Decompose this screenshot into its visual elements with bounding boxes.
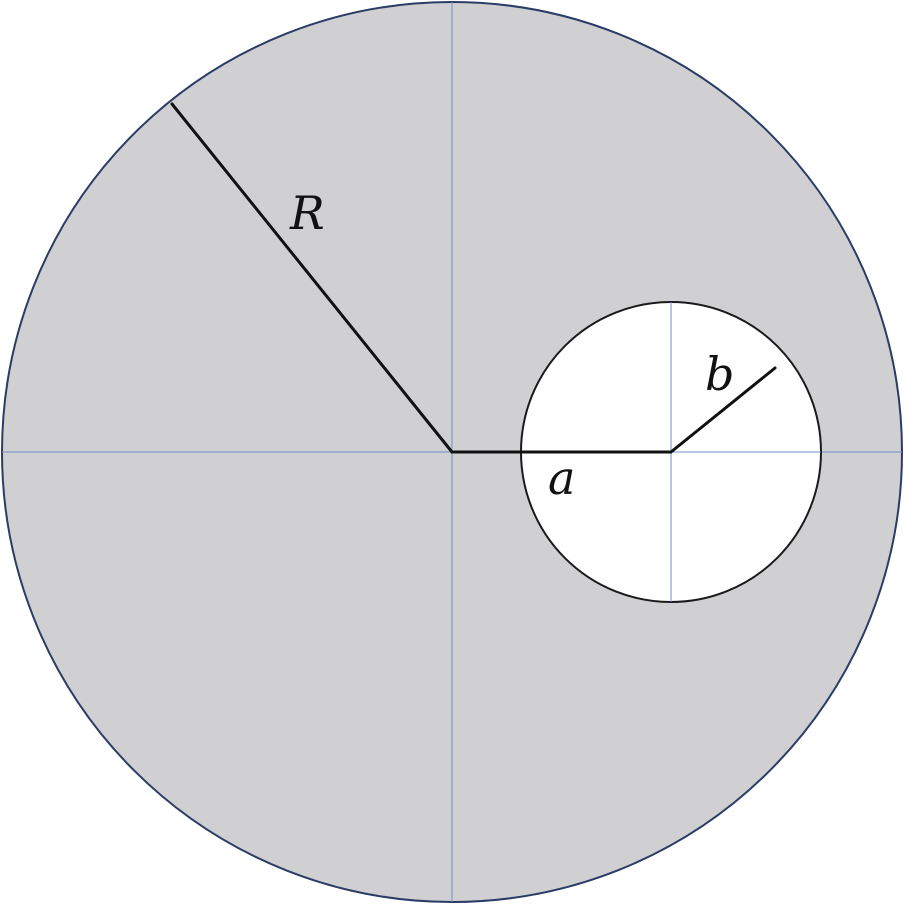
- outer-radius-line: [170, 102, 454, 454]
- offset-label: a: [548, 451, 575, 505]
- outer-radius-label: R: [289, 186, 325, 240]
- hole-radius-line: [669, 366, 777, 454]
- hole-radius-label: b: [705, 347, 734, 401]
